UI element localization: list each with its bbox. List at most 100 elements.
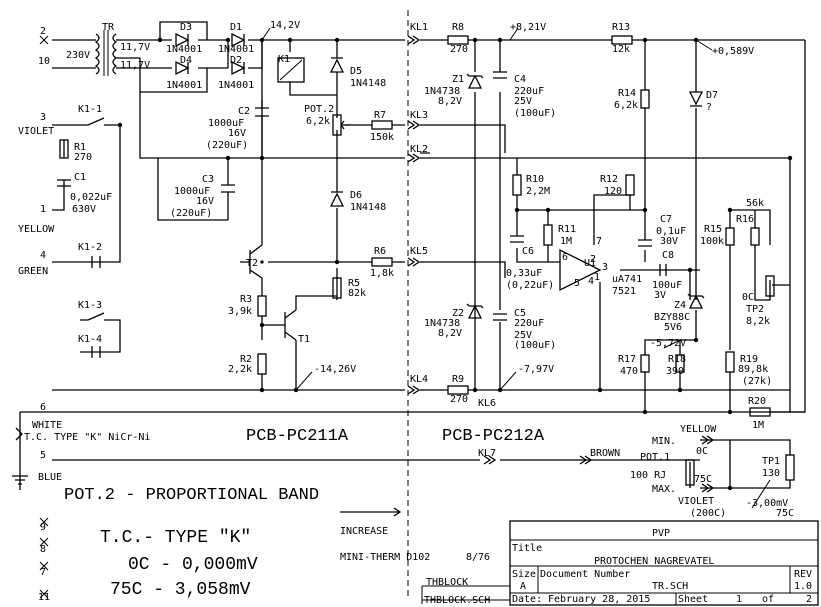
diode-d7-symbol [688,91,704,107]
label-resistors-r13-ref: R13 [612,22,630,33]
label-pots-pot1: POT.1 [640,452,670,463]
tb-sheet: 1 [736,594,742,605]
resistor-r1-symbol [59,139,69,159]
note-mini-therm: MINI-THERM D102 [340,552,430,563]
tb-company: PVP [652,528,670,539]
transistor-t2-symbol [240,244,263,279]
label-pot1_terms-violet: VIOLET [678,496,714,507]
label-capacitors-c6-val: 0,33uF [506,268,542,279]
label-resistors-r1-val: 270 [74,152,92,163]
label-capacitors-c8-volt: 3V [654,290,666,301]
label-pot1_terms-alt: (200C) [690,508,726,519]
label-capacitors-c5-val: 220uF [514,318,544,329]
resistor-r9-symbol [447,385,469,395]
label-diodes-d7-val: ? [706,102,712,113]
label-opamp-p5: 5 [574,278,580,289]
transformer-secondary [112,33,118,75]
label-resistors-r14-val: 6,2k [614,100,638,111]
contact-k1-2 [88,256,104,268]
label-pot1_terms-c75: 75C [694,474,712,485]
tb-rev: 1.0 [794,581,812,592]
label-resistors-r10-val: 2,2M [526,186,550,197]
zener-z1-symbol [466,73,484,89]
terminal-5: 5 [40,450,46,461]
terminal-4: 4 [40,250,46,261]
wire-tc-type: T.C. TYPE "K" NiCr-Ni [24,432,150,443]
label-zeners-z2-ref: Z2 [452,308,464,319]
label-capacitors-c2-val: 1000uF [208,118,244,129]
label-diodes-d2-ref: D2 [230,55,242,66]
label-transistors-t2: T2 [246,258,258,269]
label-relay-k1_4: K1-4 [78,334,102,345]
label-resistors-r7-ref: R7 [374,110,386,121]
label-opamp-p2: 2 [590,254,596,265]
cap-c8-symbol [659,264,667,276]
label-diodes-d6-ref: D6 [350,190,362,201]
resistor-r17-symbol [640,354,650,373]
label-resistors-r12-val: 120 [604,186,622,197]
label-opamp-val2: 7521 [612,286,636,297]
tb-docnum: TR.SCH [652,581,688,592]
label-resistors-r14-ref: R14 [618,88,636,99]
label-resistors-r15-val: 100k [700,236,724,247]
label-capacitors-c4-val: 220uF [514,86,544,97]
label-resistors-r15-ref: R15 [704,224,722,235]
zener-z2-symbol [466,303,484,319]
label-voltages-v5_72: -5,72V [650,338,686,349]
label-resistors-r13-val: 12k [612,44,630,55]
label-opamp-p4: 4 [588,276,594,287]
label-transistors-t1: T1 [298,334,310,345]
label-resistors-r5-val: 82k [348,288,366,299]
label-resistors-r19-alt: (27k) [742,376,772,387]
wires [19,21,806,490]
label-capacitors-c4-alt: (100uF) [514,108,556,119]
tb-docnum-label: Document Number [540,569,630,580]
label-capacitors-c2-ref: C2 [238,106,250,117]
resistor-r19-symbol [725,351,735,373]
label-resistors-r8-ref: R8 [452,22,464,33]
label-opamp-ref: U1 [584,258,596,269]
resistor-r11-symbol [543,224,553,246]
label-pots-tp2_oc: 0C [742,292,754,303]
resistor-r7-symbol [371,120,393,130]
label-connectors-kl2: KL2 [410,144,428,155]
label-capacitors-c3-volt: 16V [196,196,214,207]
label-zeners-z2-val2: 8,2V [438,328,462,339]
resistor-r3-symbol [257,295,267,317]
note-increase: INCREASE [340,526,388,537]
label-connectors-kl3: KL3 [410,110,428,121]
label-resistors-r18-val: 390 [666,366,684,377]
resistor-r14-symbol [640,89,650,109]
terminal-7: 7 [40,567,46,578]
label-pots-tp1_val: 130 [762,468,780,479]
label-diodes-d5-val: 1N4148 [350,78,386,89]
contact-k1-1 [87,117,105,126]
transformer-primary [94,33,100,75]
resistor-r10-symbol [512,174,522,196]
diode-d5-symbol [329,57,345,73]
label-pot1_terms-max: MAX. [652,484,676,495]
diode-d3-symbol [175,32,190,48]
label-pot1_terms-oc: 0C [696,446,708,457]
relay-k1-coil [277,57,305,83]
resistor-r18-symbol [675,354,685,373]
label-resistors-r17-ref: R17 [618,354,636,365]
label-capacitors-c2-volt: 16V [228,128,246,139]
label-capacitors-c5-volt: 25V [514,330,532,341]
label-resistors-r9-val: 270 [450,394,468,405]
label-resistors-r17-val: 470 [620,366,638,377]
thermocouple-symbol [15,427,23,441]
resistor-r12-symbol [625,174,635,196]
wire-blue: BLUE [38,472,62,483]
terminal-6: 6 [40,402,46,413]
label-pots-pot2: POT.2 [304,104,334,115]
tb-sheet-label: Sheet [678,594,708,605]
label-diodes-d3-ref: D3 [180,22,192,33]
label-voltages-v8_21: +8,21V [510,22,546,33]
diode-d2-symbol [231,60,246,76]
label-resistors-r20-ref: R20 [748,396,766,407]
label-resistors-r5-ref: R5 [348,278,360,289]
tp2-symbol [765,275,775,297]
label-pots-tp2: TP2 [746,304,764,315]
